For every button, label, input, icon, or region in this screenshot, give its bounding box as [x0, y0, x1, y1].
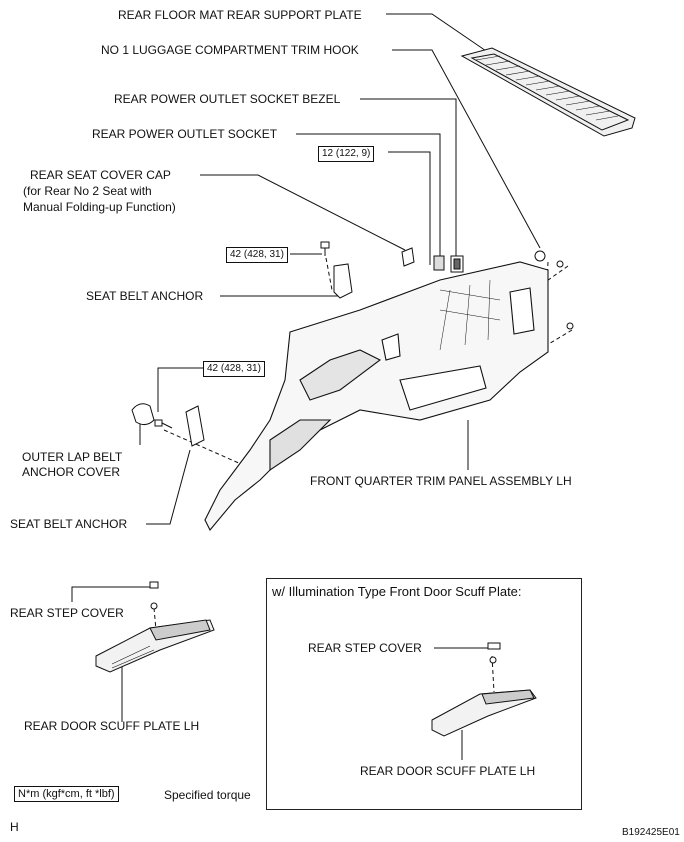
- label-inset-step-cover: REAR STEP COVER: [308, 641, 422, 655]
- bolt-lower: [154, 419, 173, 429]
- leader-anchor-lower: [146, 449, 191, 525]
- torque-legend-box: N*m (kgf*cm, ft *lbf): [14, 786, 119, 802]
- rear-door-scuff-plate-part: [95, 619, 215, 673]
- leader-outlet-socket: [296, 133, 441, 256]
- label-front-quarter-panel: FRONT QUARTER TRIM PANEL ASSEMBLY LH: [310, 474, 572, 488]
- label-outer-lap-cover: OUTER LAP BELT: [22, 450, 123, 464]
- label-floor-mat-plate: REAR FLOOR MAT REAR SUPPORT PLATE: [118, 8, 362, 22]
- label-seat-belt-anchor-lower: SEAT BELT ANCHOR: [10, 517, 128, 531]
- label-outer-lap-cover-2: ANCHOR COVER: [22, 465, 121, 479]
- label-rear-door-scuff: REAR DOOR SCUFF PLATE LH: [24, 719, 200, 733]
- label-seat-cover-cap-note2: Manual Folding-up Function): [23, 200, 176, 214]
- label-outlet-socket: REAR POWER OUTLET SOCKET: [92, 127, 278, 141]
- label-seat-cover-cap: REAR SEAT COVER CAP: [30, 168, 171, 182]
- leader-floor-mat: [386, 13, 493, 56]
- inset-step-cover-part: [487, 642, 501, 664]
- torque-lower-anchor: 42 (428, 31): [203, 361, 265, 377]
- figure-code: B192425E01: [622, 827, 680, 838]
- label-seat-cover-cap-note1: (for Rear No 2 Seat with: [23, 184, 152, 198]
- leader-step-cover: [71, 586, 150, 602]
- torque-legend-desc: Specified torque: [164, 788, 251, 802]
- corner-letter: H: [10, 820, 19, 834]
- leader-torque-lower: [157, 367, 203, 412]
- front-quarter-trim-panel: [204, 261, 549, 531]
- label-inset-door-scuff: REAR DOOR SCUFF PLATE LH: [360, 764, 536, 778]
- leader-seat-cover-cap: [200, 174, 406, 251]
- seat-cover-cap-part: [401, 247, 415, 267]
- rear-step-cover-part: [149, 581, 159, 610]
- label-rear-step-cover: REAR STEP COVER: [10, 606, 124, 620]
- leader-luggage-hook: [392, 49, 541, 249]
- seat-belt-anchor-lower-part: [185, 405, 205, 447]
- trim-hook-part: [534, 250, 574, 330]
- outlet-socket-part: [433, 255, 464, 273]
- inset-box: [266, 578, 582, 810]
- torque-outlet: 12 (122, 9): [318, 146, 375, 162]
- torque-upper-anchor: 42 (428, 31): [226, 247, 288, 263]
- bolt-upper: [320, 241, 330, 256]
- label-luggage-hook: NO 1 LUGGAGE COMPARTMENT TRIM HOOK: [101, 43, 359, 57]
- inset-title: w/ Illumination Type Front Door Scuff Pl…: [272, 584, 522, 599]
- outer-lap-cover-part: [131, 403, 155, 426]
- label-outlet-bezel: REAR POWER OUTLET SOCKET BEZEL: [114, 92, 341, 106]
- leader-torque-outlet: [388, 151, 431, 265]
- rear-floor-mat-support-plate: [460, 47, 636, 137]
- label-seat-belt-anchor-upper: SEAT BELT ANCHOR: [86, 289, 204, 303]
- seat-belt-anchor-upper-part: [333, 263, 353, 299]
- inset-scuff-plate-part: [431, 689, 537, 737]
- leader-outlet-bezel: [360, 98, 457, 258]
